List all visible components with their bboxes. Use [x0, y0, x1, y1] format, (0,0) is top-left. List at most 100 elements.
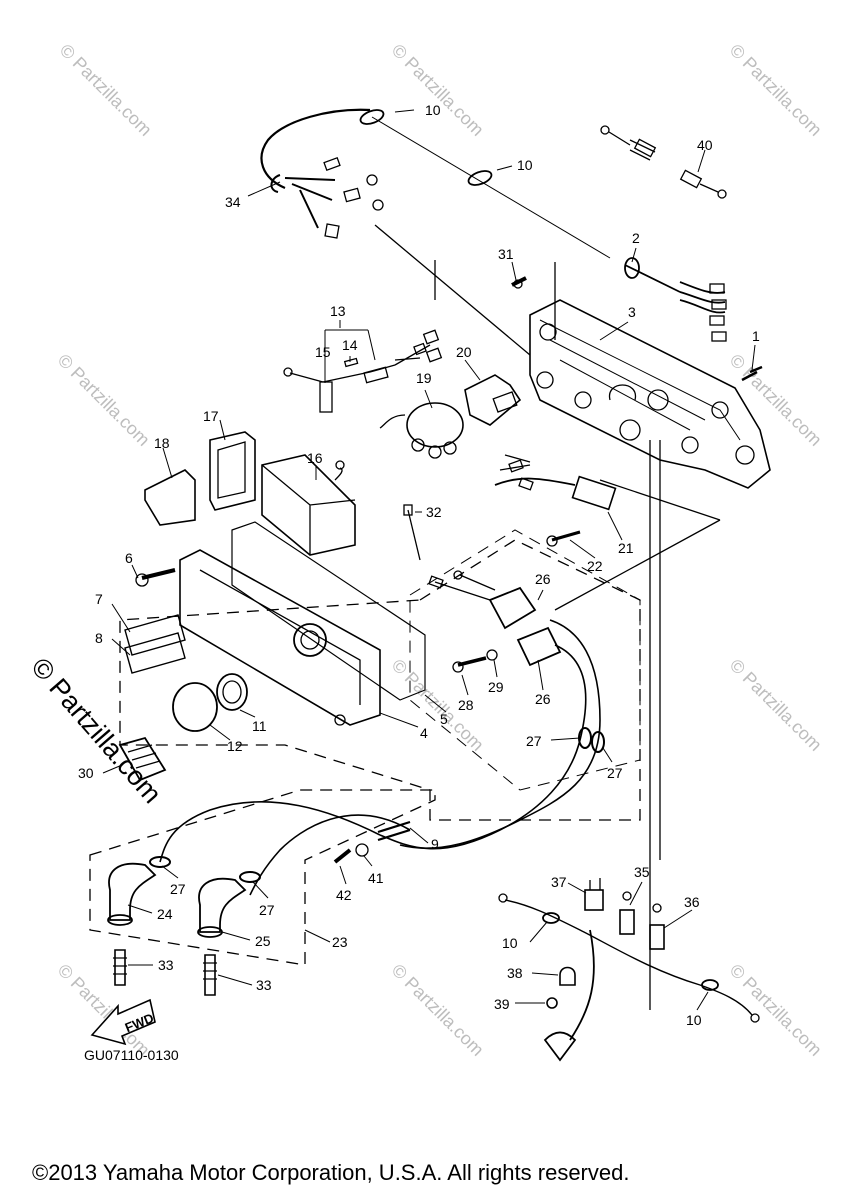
switch-36 [649, 924, 665, 950]
callout-27: 27 [526, 733, 542, 749]
ignition-coil-26 [516, 626, 562, 667]
relay-19 [406, 402, 464, 448]
ignition-coil-26 [488, 586, 537, 630]
clamp-10 [467, 170, 493, 186]
bolt-42 [333, 848, 352, 864]
cdi-unit-16 [261, 454, 356, 556]
callout-21: 21 [618, 540, 634, 556]
callout-31: 31 [498, 246, 514, 262]
label-7 [124, 614, 186, 656]
callout-18: 18 [154, 435, 170, 451]
callout-33: 33 [256, 977, 272, 993]
switch-20 [464, 374, 522, 426]
callout-34: 34 [225, 194, 241, 210]
cord [249, 814, 411, 896]
washer-29 [486, 649, 498, 661]
switch-35 [619, 909, 635, 935]
callout-26: 26 [535, 571, 551, 587]
cover-4 [179, 549, 381, 726]
callout-27: 27 [607, 765, 623, 781]
collar-41 [355, 843, 369, 857]
callout-27: 27 [170, 881, 186, 897]
callout-8: 8 [95, 630, 103, 646]
plug-cap-24 [108, 862, 157, 921]
bolt-1 [741, 365, 763, 382]
callout-25: 25 [255, 933, 271, 949]
callout-12: 12 [227, 738, 243, 754]
callout-27: 27 [259, 902, 275, 918]
callout-9: 9 [431, 836, 439, 852]
electrical-box-3 [529, 299, 771, 489]
spark-plug-33 [204, 954, 216, 996]
callout-22: 22 [587, 558, 603, 574]
sensor-37 [584, 889, 604, 911]
callout-leaders [102, 109, 756, 1011]
callout-14: 14 [342, 337, 358, 353]
leader-line [374, 224, 531, 356]
callout-numbers: 10 10 34 40 2 31 3 1 13 14 15 20 19 17 1… [78, 102, 760, 1028]
callout-28: 28 [458, 697, 474, 713]
callout-17: 17 [203, 408, 219, 424]
callout-15: 15 [315, 344, 331, 360]
callout-41: 41 [368, 870, 384, 886]
callout-29: 29 [488, 679, 504, 695]
callout-23: 23 [332, 934, 348, 950]
callout-10: 10 [502, 935, 518, 951]
callout-13: 13 [330, 303, 346, 319]
callout-38: 38 [507, 965, 523, 981]
bracket-18 [144, 469, 196, 526]
leader-line [554, 519, 721, 611]
callout-10: 10 [686, 1012, 702, 1028]
callout-16: 16 [307, 450, 323, 466]
callout-33: 33 [158, 957, 174, 973]
copyright-notice: ©2013 Yamaha Motor Corporation, U.S.A. A… [32, 1160, 630, 1185]
spark-plug-33 [114, 949, 126, 986]
cord [379, 644, 587, 850]
callout-3: 3 [628, 304, 636, 320]
cord [399, 619, 601, 849]
cap-12 [172, 682, 218, 732]
callout-36: 36 [684, 894, 700, 910]
callout-26: 26 [535, 691, 551, 707]
rectifier-21 [571, 475, 617, 511]
plug-cap-frame-dashed [89, 789, 436, 966]
bracket-17 [209, 431, 256, 511]
callout-2: 2 [632, 230, 640, 246]
coil-frame-dashed [409, 529, 641, 791]
callout-1: 1 [752, 328, 760, 344]
callout-20: 20 [456, 344, 472, 360]
label-8 [124, 632, 186, 674]
holder-9 [377, 820, 411, 842]
callout-7: 7 [95, 591, 103, 607]
callout-37: 37 [551, 874, 567, 890]
callout-40: 40 [697, 137, 713, 153]
bolt-38 [559, 966, 576, 986]
plug-cap-25 [198, 877, 247, 933]
gasket-5 [231, 521, 426, 701]
callout-10: 10 [517, 157, 533, 173]
diagram-code: GU07110-0130 [84, 1047, 179, 1063]
callout-19: 19 [416, 370, 432, 386]
terminal-30 [118, 736, 167, 782]
callout-6: 6 [125, 550, 133, 566]
harness-2 [624, 264, 726, 314]
harness-34 [260, 108, 371, 190]
callout-39: 39 [494, 996, 510, 1012]
callout-42: 42 [336, 887, 352, 903]
seal-11 [216, 673, 248, 711]
clamp-10 [359, 109, 385, 125]
washer-39 [546, 997, 558, 1009]
callout-5: 5 [440, 711, 448, 727]
callout-11: 11 [252, 718, 267, 734]
callout-24: 24 [157, 906, 173, 922]
callout-10: 10 [425, 102, 441, 118]
callout-35: 35 [634, 864, 650, 880]
callout-32: 32 [426, 504, 442, 520]
fwd-arrow [90, 998, 156, 1046]
assembly-frame-dashed [119, 539, 641, 821]
leader-line [599, 479, 721, 521]
callout-30: 30 [78, 765, 94, 781]
callout-4: 4 [420, 725, 428, 741]
